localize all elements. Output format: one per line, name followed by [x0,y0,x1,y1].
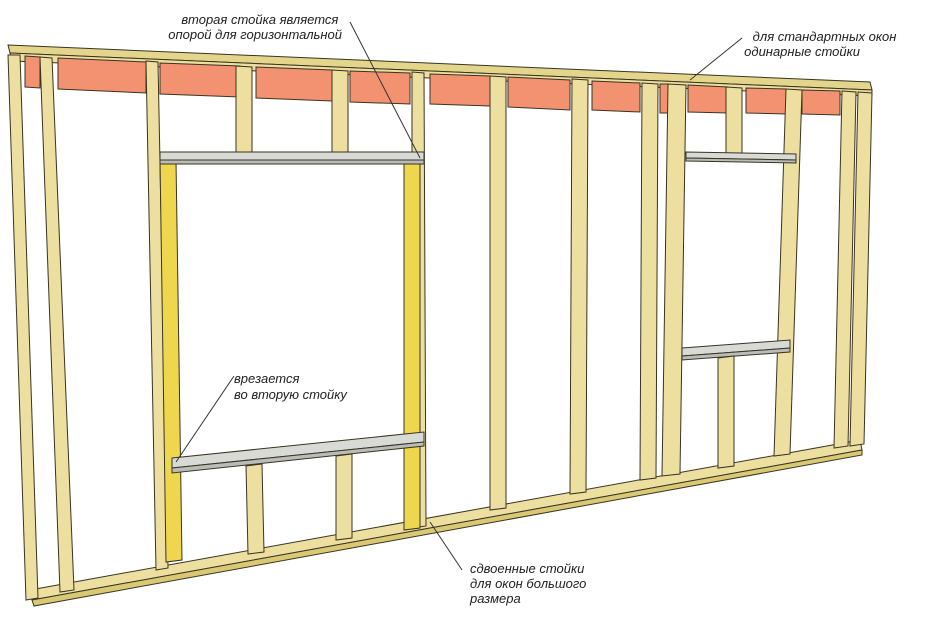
annotation-second-stud: вторая стойка является опорой для горизо… [168,12,342,42]
blocking-row [24,55,841,116]
annotation-line: опорой для горизонтальной [168,27,342,42]
annotation-line: одинарные стойки [744,44,860,59]
annotations: вторая стойка является опорой для горизо… [168,12,900,606]
small-window [681,151,797,469]
leader-lines [175,21,743,571]
annotation-line: размера [469,591,521,606]
studs [7,54,873,601]
annotation-line: врезается [234,371,299,386]
annotation-line: во вторую стойку [234,387,348,402]
annotation-cut-into: врезается во вторую стойку [234,371,348,402]
annotation-line: вторая стойка является [181,12,338,27]
annotation-line: для стандартных окон [753,29,897,44]
annotation-standard-windows: для стандартных окон одинарные стойки [744,29,900,59]
large-window [159,151,425,563]
annotation-doubled-studs: сдвоенные стойки для окон большого разме… [469,561,590,606]
annotation-line: сдвоенные стойки [470,561,584,576]
annotation-line: для окон большого [470,576,586,591]
